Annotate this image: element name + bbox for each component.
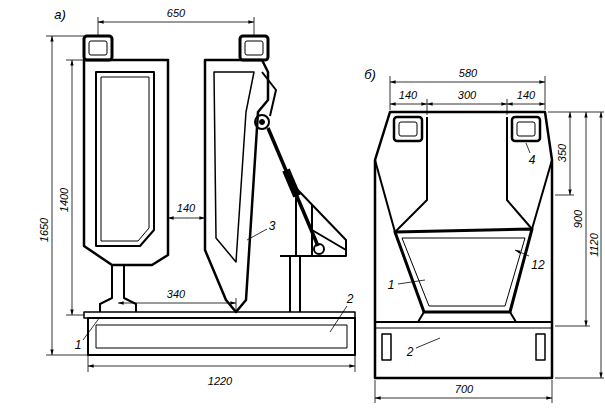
side-plate <box>375 160 552 232</box>
dimension-line <box>88 366 355 367</box>
base-beam-inner <box>96 325 347 348</box>
callout-number: 3 <box>268 220 277 232</box>
spring-bracket <box>296 188 346 256</box>
hopper-inner <box>402 238 525 306</box>
dimension-line <box>118 303 236 304</box>
leader-line <box>515 250 529 256</box>
top-beam <box>394 117 422 141</box>
dimension-label: 580 <box>458 68 478 79</box>
beam-hollow <box>89 41 107 55</box>
base-beam <box>88 318 355 355</box>
dimension-line <box>507 104 545 105</box>
dimension-line <box>390 82 545 83</box>
base-flange <box>375 328 552 329</box>
dimension-line <box>375 398 552 399</box>
dimension-label: 140 <box>516 90 536 101</box>
leader-line <box>416 338 440 348</box>
housing <box>375 112 552 378</box>
support-leg <box>100 265 136 312</box>
jaw-bracket <box>262 72 276 116</box>
callout-number: 12 <box>530 259 545 271</box>
dimension-label: 1400 <box>59 187 70 213</box>
leader-line <box>330 306 347 332</box>
dimension-label: 900 <box>573 209 584 229</box>
extension-line <box>46 36 88 355</box>
extension-line <box>236 298 237 312</box>
dimension-line <box>390 104 427 105</box>
dimension-label: 650 <box>166 8 186 19</box>
dimension-label: 300 <box>457 90 477 101</box>
callout-number: 2 <box>406 346 415 358</box>
dimension-label: 700 <box>454 384 474 395</box>
beam-hollow <box>517 122 535 136</box>
dimension-line <box>52 36 53 355</box>
dimension-label: 140 <box>398 90 418 101</box>
top-beam <box>512 117 540 141</box>
dimension-line <box>601 112 602 378</box>
moving-jaw-plate <box>214 72 254 262</box>
leader-line <box>526 143 530 153</box>
dimension-label: 140 <box>176 203 196 214</box>
pivot <box>255 115 269 129</box>
dimension-label: 1650 <box>39 217 50 243</box>
top-beam <box>240 36 268 60</box>
view-a <box>84 36 355 355</box>
moving-jaw <box>205 60 268 312</box>
beam-hollow <box>399 122 417 136</box>
view-label: б) <box>363 68 377 81</box>
extension-line <box>375 380 552 403</box>
extension-line <box>88 355 355 372</box>
extension-line <box>427 99 507 115</box>
dimensions-a <box>46 17 355 372</box>
callout-number: 2 <box>346 293 355 305</box>
dimension-label: 340 <box>166 289 186 300</box>
pivot-pin <box>260 120 265 125</box>
extension-line <box>390 76 545 110</box>
dimension-line <box>98 22 254 23</box>
callout-number: 1 <box>74 339 83 351</box>
leader-line <box>247 229 267 240</box>
base-rib <box>536 334 545 360</box>
top-beam <box>84 36 112 60</box>
tension-rod <box>268 128 318 246</box>
dimension-line <box>72 60 73 315</box>
extension-line <box>548 112 604 378</box>
dimension-line <box>427 104 507 105</box>
leader-line <box>398 280 425 284</box>
view-b <box>375 112 552 378</box>
dimension-line <box>168 218 205 219</box>
callout-number: 4 <box>528 154 537 166</box>
dimension-line <box>570 112 571 195</box>
fixed-jaw-inner <box>101 77 149 241</box>
dimension-label: 1220 <box>207 376 233 387</box>
fixed-jaw-housing <box>84 60 168 265</box>
rear-column <box>280 256 310 312</box>
hopper-support <box>418 312 516 322</box>
dimension-label: 350 <box>557 143 568 163</box>
hopper <box>395 229 532 312</box>
base-rib <box>382 334 391 360</box>
leader-line <box>83 317 100 340</box>
dimension-line <box>586 112 587 326</box>
dimensions-b <box>375 76 604 403</box>
fixed-jaw <box>96 72 154 246</box>
extension-line <box>98 17 254 36</box>
rod-pivot <box>314 244 324 254</box>
dimension-label: 1120 <box>589 232 600 258</box>
beam-hollow <box>245 41 263 55</box>
callout-number: 1 <box>387 279 396 291</box>
base-top <box>375 321 552 323</box>
inner-wall <box>395 117 532 232</box>
view-label: а) <box>53 8 67 21</box>
